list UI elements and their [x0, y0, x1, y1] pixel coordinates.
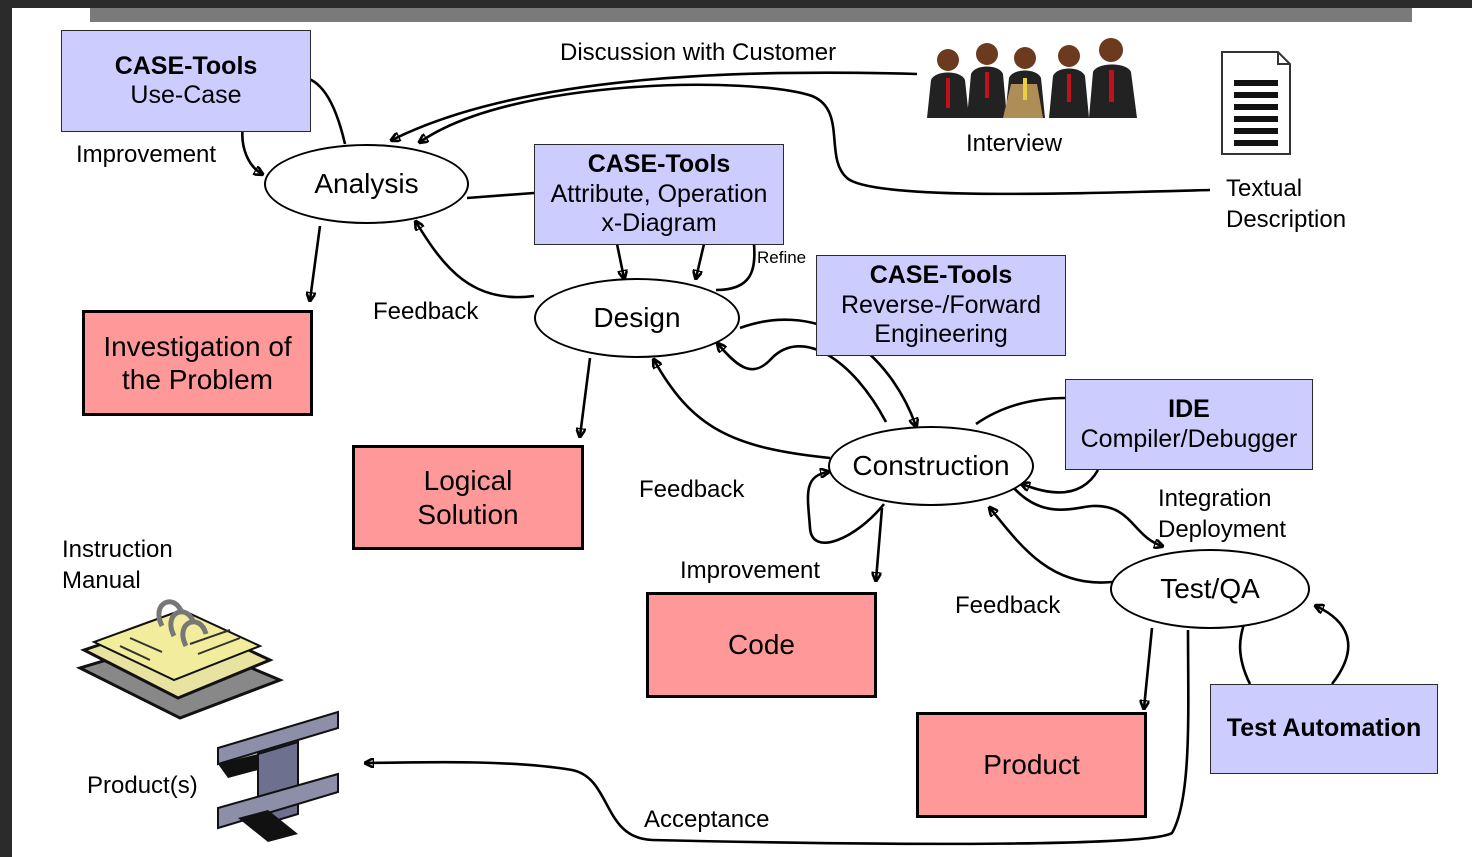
- refine-label: Refine: [757, 248, 807, 267]
- arrow-tools-design-1: [615, 243, 624, 278]
- arrow-test-construction-feedback: [990, 508, 1113, 584]
- design-label: Design: [593, 302, 681, 333]
- ide-title: IDE: [1168, 395, 1210, 423]
- investigation-line-1: Investigation of: [103, 330, 292, 362]
- instruction-line-1: Instruction: [62, 536, 173, 563]
- document-icon: [1221, 51, 1291, 155]
- diagram-canvas: CASE-Tools Use-Case CASE-Tools Attribute…: [12, 8, 1472, 857]
- textual-description-label: Textual Description: [1226, 174, 1346, 235]
- improvement-label-2: Improvement: [680, 557, 821, 584]
- case-tools-usecase: CASE-Tools Use-Case: [61, 30, 311, 132]
- arrow-construction-design-feedback: [654, 360, 831, 460]
- connectors: [241, 71, 1350, 846]
- acceptance-label: Acceptance: [644, 806, 770, 833]
- code-label: Code: [728, 629, 795, 661]
- analysis-ellipse: Analysis: [264, 144, 469, 224]
- arrow-test-product: [1144, 627, 1154, 708]
- case-tools-attribute-line-2: x-Diagram: [601, 209, 717, 238]
- arrow-improvement-construction: [806, 472, 886, 544]
- arrow-discussion: [392, 71, 918, 140]
- investigation-line-2: the Problem: [122, 364, 273, 395]
- case-tools-reverse-line-1: Reverse-/Forward: [840, 290, 1042, 319]
- line-ide-construction: [975, 396, 1067, 426]
- instruction-line-2: Manual: [62, 566, 141, 594]
- arrow-refine: [715, 243, 756, 292]
- manual-book-icon: [75, 599, 285, 720]
- feedback-label-3: Feedback: [955, 592, 1061, 619]
- ide-line: Compiler/Debugger: [1080, 424, 1298, 453]
- case-tools-usecase-line: Use-Case: [130, 81, 242, 109]
- case-tools-attribute-title: CASE-Tools: [587, 150, 731, 179]
- code-box: Code: [646, 592, 877, 698]
- design-ellipse: Design: [534, 278, 740, 358]
- case-tools-attribute: CASE-Tools Attribute, Operation x-Diagra…: [534, 144, 784, 245]
- integration-line-1: Integration: [1158, 485, 1272, 512]
- arrow-textual: [420, 83, 1211, 196]
- logical-solution-line-1: Logical: [423, 465, 513, 497]
- textual-line-1: Textual: [1226, 175, 1303, 202]
- steel-beam-icon: [217, 710, 339, 842]
- test-automation-box: Test Automation: [1210, 684, 1438, 774]
- arrow-design-logical: [580, 357, 592, 436]
- arrow-design-analysis-feedback: [416, 222, 535, 299]
- instruction-manual-label: Instruction Manual: [62, 535, 173, 596]
- case-tools-attribute-line-1: Attribute, Operation: [550, 179, 768, 208]
- line-analysis-tools: [466, 191, 535, 200]
- test-qa-label: Test/QA: [1160, 573, 1260, 604]
- analysis-label: Analysis: [314, 168, 419, 199]
- improvement-label-1: Improvement: [76, 141, 217, 168]
- discussion-label: Discussion with Customer: [560, 39, 837, 66]
- case-tools-usecase-title: CASE-Tools: [114, 51, 258, 80]
- arrow-ide-construction: [1022, 469, 1100, 494]
- feedback-label-1: Feedback: [373, 298, 479, 325]
- arrow-construction-test: [1011, 485, 1162, 546]
- case-tools-reverse-title: CASE-Tools: [869, 261, 1013, 290]
- arrow-tools-design-2: [696, 243, 706, 278]
- logical-solution-line-2: Solution: [417, 498, 519, 530]
- case-tools-reverse-line-2: Engineering: [874, 320, 1008, 349]
- ide-box: IDE Compiler/Debugger: [1065, 379, 1313, 470]
- arrow-construction-design: [718, 344, 888, 423]
- integration-deployment-label: Integration Deployment: [1158, 484, 1286, 545]
- investigation-box: Investigation of the Problem: [82, 310, 313, 416]
- arrow-acceptance: [366, 629, 1190, 846]
- case-tools-reverse: CASE-Tools Reverse-/Forward Engineering: [816, 255, 1066, 356]
- construction-label: Construction: [852, 450, 1010, 481]
- construction-ellipse: Construction: [828, 426, 1034, 506]
- test-automation-title: Test Automation: [1226, 714, 1422, 743]
- arrow-construction-code: [876, 507, 884, 580]
- arrow-analysis-investigation: [310, 225, 322, 300]
- feedback-label-2: Feedback: [639, 476, 745, 503]
- logical-solution-box: Logical Solution: [352, 445, 584, 550]
- product-box: Product: [916, 712, 1147, 818]
- product-label: Product: [983, 749, 1080, 781]
- interview-label: Interview: [966, 130, 1063, 157]
- textual-line-2: Description: [1226, 205, 1347, 233]
- products-label: Product(s): [87, 772, 198, 799]
- people-group-icon: [917, 38, 1147, 118]
- integration-line-2: Deployment: [1158, 515, 1287, 543]
- top-bar: [90, 8, 1412, 22]
- test-qa-ellipse: Test/QA: [1110, 549, 1310, 629]
